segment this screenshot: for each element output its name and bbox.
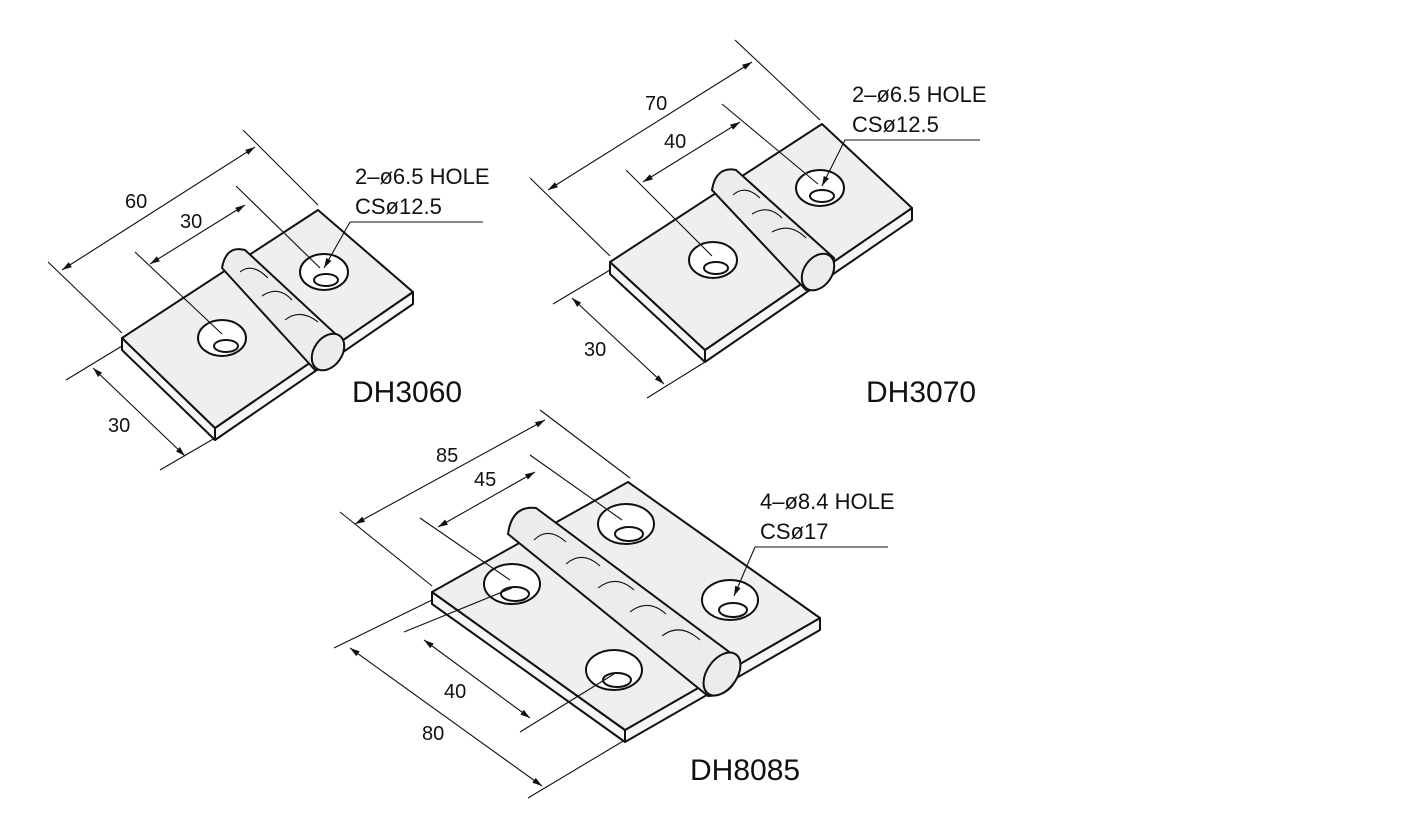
hole-note: 2–ø6.5 HOLE <box>355 164 490 189</box>
dim-width: 80 <box>422 723 444 745</box>
dim-hole-spacing: 40 <box>664 131 686 153</box>
countersink-note: CSø12.5 <box>852 112 939 137</box>
countersink-note: CSø17 <box>760 519 828 544</box>
model-label: DH8085 <box>690 754 800 787</box>
hole-note: 4–ø8.4 HOLE <box>760 489 895 514</box>
dim-length: 70 <box>645 93 667 115</box>
dim-width-hole-spacing: 40 <box>444 681 466 703</box>
hinge-dh3070: 70 40 30 2–ø6.5 HOLE CSø12.5 DH3070 <box>529 39 987 409</box>
dim-hole-spacing: 30 <box>180 211 202 233</box>
hole-note: 2–ø6.5 HOLE <box>852 82 987 107</box>
countersink-note: CSø12.5 <box>355 194 442 219</box>
dim-width: 30 <box>584 339 606 361</box>
dim-length: 85 <box>436 445 458 467</box>
dim-length: 60 <box>125 191 147 213</box>
model-label: DH3060 <box>352 376 462 409</box>
model-label: DH3070 <box>866 376 976 409</box>
dim-width: 30 <box>108 415 130 437</box>
hinge-dh3060: 60 30 30 2–ø6.5 HOLE CSø12.5 DH3060 <box>47 129 490 471</box>
dim-hole-spacing: 45 <box>474 469 496 491</box>
hinge-dh8085: 85 45 40 80 4–ø8.4 HOLE CSø17 DH8085 <box>333 409 895 799</box>
